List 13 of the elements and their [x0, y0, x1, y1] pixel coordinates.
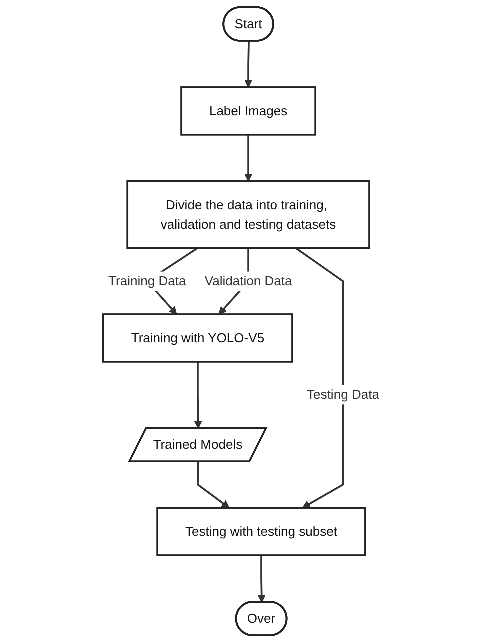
arrow	[244, 134, 252, 182]
node-box: Divide the data into training, validation and testing datasets	[126, 180, 370, 250]
edge-label: Testing Data	[306, 387, 380, 402]
node-box: Testing with testing subset	[156, 507, 366, 556]
node-box: Training with YOLO-V5	[102, 314, 293, 363]
edge-label: Training Data	[108, 274, 186, 288]
arrow	[244, 41, 252, 88]
arrow	[194, 362, 202, 429]
edge-label: Validation Data	[204, 274, 292, 288]
node-box: Label Images	[180, 86, 316, 136]
arrow	[196, 462, 230, 508]
arrow	[257, 556, 266, 603]
arrow	[295, 248, 344, 508]
